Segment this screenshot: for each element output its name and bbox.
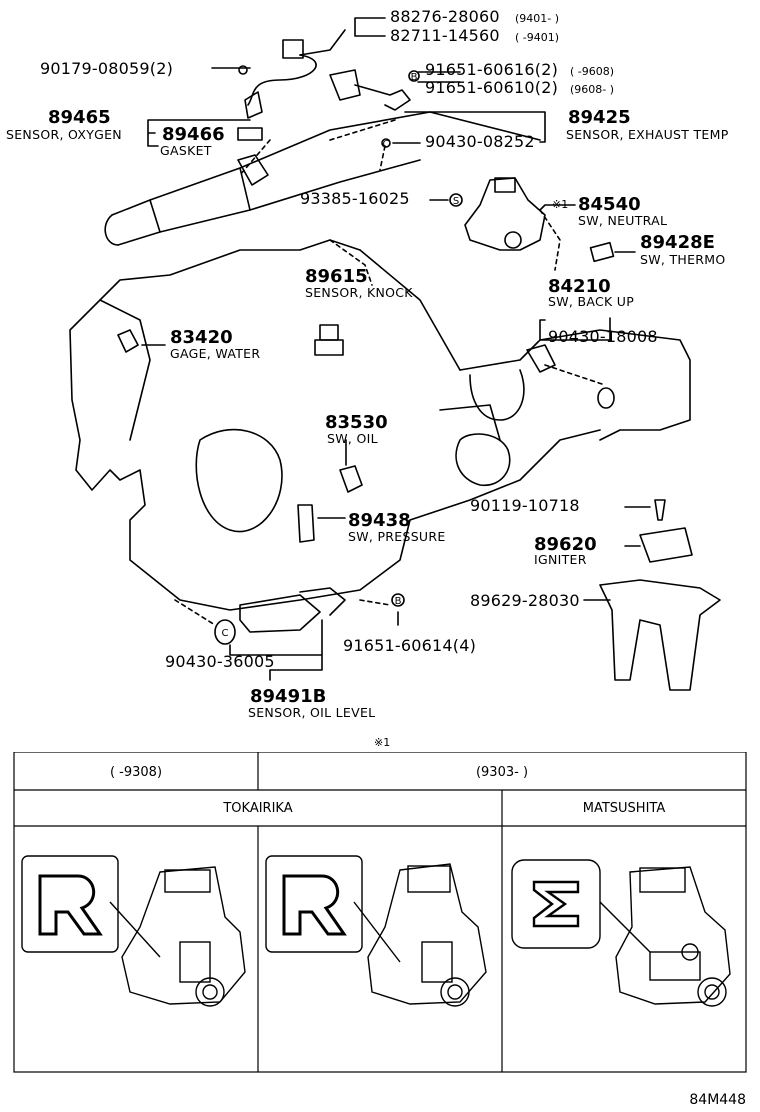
part-89629-number: 89629-28030 bbox=[470, 591, 580, 610]
switch-image-tokairika-late bbox=[265, 855, 487, 1007]
part-84210-name: SW, BACK UP bbox=[548, 294, 634, 309]
part-90430-36005-number: 90430-36005 bbox=[165, 652, 275, 671]
diagram-code: 84M448 bbox=[689, 1092, 746, 1108]
part-82711-range: ( -9401) bbox=[515, 31, 559, 44]
washer-mark-c1: C bbox=[383, 139, 390, 150]
part-89428E-name: SW, THERMO bbox=[640, 252, 725, 267]
part-89615-number: 89615 bbox=[305, 266, 368, 287]
parts-diagram: B C S C B 88276-28060 (9401- ) 82711-145… bbox=[6, 7, 729, 749]
part-90119-number: 90119-10718 bbox=[470, 496, 580, 515]
matsushita-logo-icon bbox=[511, 859, 601, 949]
switch-image-tokairika-early bbox=[21, 855, 246, 1007]
part-89425-number: 89425 bbox=[568, 107, 631, 128]
tokairika-logo-icon-2 bbox=[265, 855, 363, 953]
part-89620-number: 89620 bbox=[534, 534, 597, 555]
tokairika-logo-icon bbox=[21, 855, 119, 953]
part-89438-number: 89438 bbox=[348, 510, 411, 531]
table-note-mark: ※1 bbox=[374, 736, 390, 749]
part-89428E-number: 89428E bbox=[640, 232, 715, 253]
table-period-left: ( -9308) bbox=[110, 765, 162, 780]
part-89466-number: 89466 bbox=[162, 124, 225, 145]
part-91651-60614-number: 91651-60614(4) bbox=[343, 636, 476, 655]
part-91651-60616-range: ( -9608) bbox=[570, 65, 614, 78]
part-84540-number: 84540 bbox=[578, 194, 641, 215]
switch-image-matsushita bbox=[511, 859, 731, 1007]
part-83420-name: GAGE, WATER bbox=[170, 346, 260, 361]
igniter-drawing bbox=[639, 527, 693, 563]
washer-mark-s: S bbox=[453, 196, 459, 207]
part-88276-number: 88276-28060 bbox=[390, 7, 500, 26]
bracket-drawing bbox=[599, 579, 721, 691]
part-88276-range: (9401- ) bbox=[515, 12, 559, 25]
part-89491B-number: 89491B bbox=[250, 686, 326, 707]
washer-mark-b2: B bbox=[395, 596, 402, 607]
washer-mark-c2: C bbox=[222, 628, 229, 639]
part-90179-number: 90179-08059(2) bbox=[40, 59, 173, 78]
engine-block-outline bbox=[69, 299, 601, 611]
table-border bbox=[13, 752, 747, 1073]
washer-mark-b1: B bbox=[411, 72, 418, 83]
part-90430-18008-number: 90430-18008 bbox=[548, 327, 658, 346]
neutral-switch-drawing bbox=[464, 177, 546, 251]
part-89491B-name: SENSOR, OIL LEVEL bbox=[248, 705, 375, 720]
part-91651-60610-number: 91651-60610(2) bbox=[425, 78, 558, 97]
part-91651-60616-number: 91651-60616(2) bbox=[425, 60, 558, 79]
part-84210-number: 84210 bbox=[548, 276, 611, 297]
part-89615-name: SENSOR, KNOCK bbox=[305, 285, 413, 300]
part-89465-name: SENSOR, OXYGEN bbox=[6, 127, 122, 142]
part-84540-mark: ※1 bbox=[552, 198, 568, 211]
part-83530-number: 83530 bbox=[325, 412, 388, 433]
part-82711-number: 82711-14560 bbox=[390, 26, 500, 45]
part-89438-name: SW, PRESSURE bbox=[348, 529, 446, 544]
part-90430-08252-number: 90430-08252 bbox=[425, 132, 535, 151]
part-83530-name: SW, OIL bbox=[327, 431, 378, 446]
table-period-right: (9303- ) bbox=[476, 765, 528, 780]
exhaust-pipe-outline bbox=[111, 111, 541, 216]
part-83420-number: 83420 bbox=[170, 327, 233, 348]
neutral-switch-variant-table: ( -9308) (9303- ) TOKAIRIKA MATSUSHITA bbox=[13, 752, 747, 1108]
part-89466-name: GASKET bbox=[160, 143, 212, 158]
part-91651-60610-range: (9608- ) bbox=[570, 83, 614, 96]
part-93385-number: 93385-16025 bbox=[300, 189, 410, 208]
transmission-outline bbox=[459, 329, 691, 441]
part-84540-name: SW, NEUTRAL bbox=[578, 213, 667, 228]
oil-level-sensor-drawing bbox=[239, 594, 321, 633]
part-89465-number: 89465 bbox=[48, 107, 111, 128]
table-maker-right: MATSUSHITA bbox=[583, 801, 666, 816]
part-89425-name: SENSOR, EXHAUST TEMP bbox=[566, 127, 729, 142]
part-89620-name: IGNITER bbox=[534, 552, 587, 567]
table-maker-left: TOKAIRIKA bbox=[222, 801, 292, 816]
